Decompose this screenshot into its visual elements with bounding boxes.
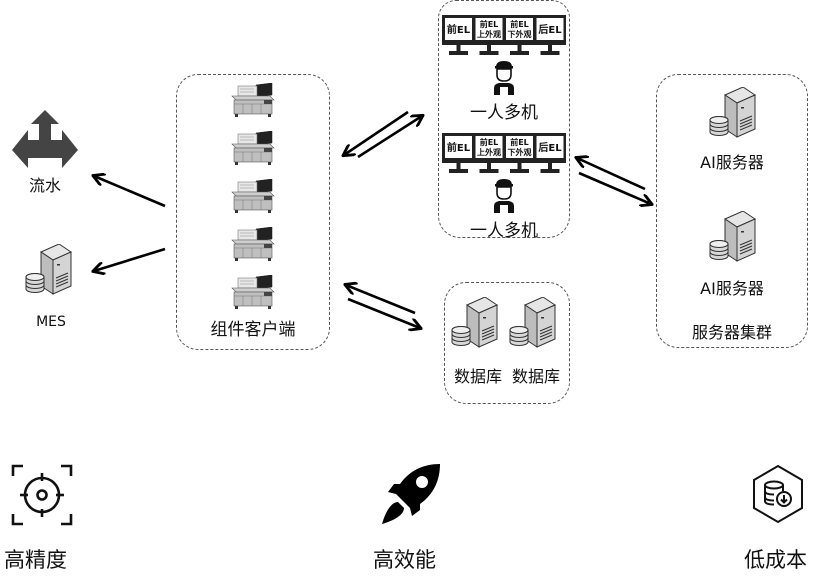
database-item: 数据库 <box>509 297 565 386</box>
el-tester-machine-icon <box>231 83 275 118</box>
screen-sublabel: 上外观 <box>477 29 501 39</box>
arrow-client-to-database <box>347 297 420 328</box>
arrow-client-to-operators <box>357 116 422 159</box>
ai-server-item <box>705 211 761 263</box>
el-tester-machine <box>230 83 276 119</box>
arrow-cluster-to-operators <box>577 158 646 191</box>
flow-label: 流水 <box>28 176 61 195</box>
el-tester-machine <box>230 131 276 167</box>
monitor-wall: 前EL前EL上外观前EL下外观后EL <box>442 133 566 173</box>
arrow-client-to-flow <box>94 176 166 208</box>
screen-label: 后EL <box>538 141 562 154</box>
el-tester-machine-icon <box>231 275 275 310</box>
feature-label: 高效能 <box>373 548 436 572</box>
server-database-icon <box>709 211 756 262</box>
screen-sublabel: 下外观 <box>508 29 532 39</box>
client-group-label: 组件客户端 <box>210 320 296 340</box>
arrow-operators-to-cluster <box>578 171 651 204</box>
server-database-icon <box>25 244 72 295</box>
el-tester-machine-icon <box>231 179 275 214</box>
database-label: 数据库 <box>511 367 560 386</box>
el-tester-machine <box>230 275 276 311</box>
ai-server-label: AI服务器 <box>700 153 764 172</box>
arrow-operators-to-client <box>344 110 409 155</box>
monitor-screen: 后EL <box>536 136 564 158</box>
three-way-arrow-icon <box>12 110 78 168</box>
arrow-client-to-mes <box>94 247 166 271</box>
feature-precision: 高精度 <box>4 460 84 578</box>
monitor-screen: 前EL <box>445 136 472 158</box>
server-database-icon <box>509 297 556 348</box>
database-item: 数据库 <box>451 297 507 386</box>
hexagon-database-icon <box>753 464 803 524</box>
feature-efficiency: 高效能 <box>370 460 460 578</box>
rocket-icon <box>382 464 440 524</box>
flow-node: 流水 <box>10 110 80 196</box>
server-cluster-label: 服务器集群 <box>691 323 772 342</box>
feature-cost: 低成本 <box>742 460 822 578</box>
el-tester-machine-icon <box>231 131 275 166</box>
mes-label: MES <box>36 314 66 330</box>
monitor-screen: 前EL <box>445 18 472 40</box>
el-tester-machine <box>230 179 276 215</box>
screen-label: 前EL <box>447 23 471 36</box>
server-cluster-group: AI服务器 AI服务器 服务器集群 <box>656 74 808 348</box>
feature-label: 低成本 <box>744 548 807 572</box>
screen-label: 前EL <box>480 19 499 29</box>
el-tester-machine <box>230 227 276 263</box>
mes-node: MES <box>22 244 82 334</box>
screen-label: 后EL <box>538 23 562 36</box>
database-label: 数据库 <box>453 367 502 386</box>
target-crosshair-icon <box>11 464 73 526</box>
feature-label: 高精度 <box>4 548 67 572</box>
client-group: 组件客户端 <box>176 74 330 350</box>
el-tester-machine-icon <box>231 227 275 262</box>
monitor-screen: 后EL <box>536 18 564 40</box>
screen-label: 前EL <box>510 19 529 29</box>
arrow-database-to-client <box>346 285 416 315</box>
screen-label: 前EL <box>480 137 499 147</box>
monitor-wall: 前EL前EL上外观前EL下外观后EL <box>442 15 566 55</box>
operator-station-label: 一人多机 <box>470 221 538 241</box>
operator-station-label: 一人多机 <box>470 103 538 123</box>
operator-icon <box>491 61 517 95</box>
operator-icon <box>491 179 517 213</box>
server-database-icon <box>451 297 498 348</box>
database-group: 数据库 数据库 <box>444 282 570 404</box>
screen-sublabel: 上外观 <box>477 147 501 157</box>
ai-server-label: AI服务器 <box>700 279 764 298</box>
ai-server-item <box>705 87 761 139</box>
screen-sublabel: 下外观 <box>508 147 532 157</box>
server-database-icon <box>709 87 756 138</box>
screen-label: 前EL <box>510 137 529 147</box>
screen-label: 前EL <box>447 141 471 154</box>
